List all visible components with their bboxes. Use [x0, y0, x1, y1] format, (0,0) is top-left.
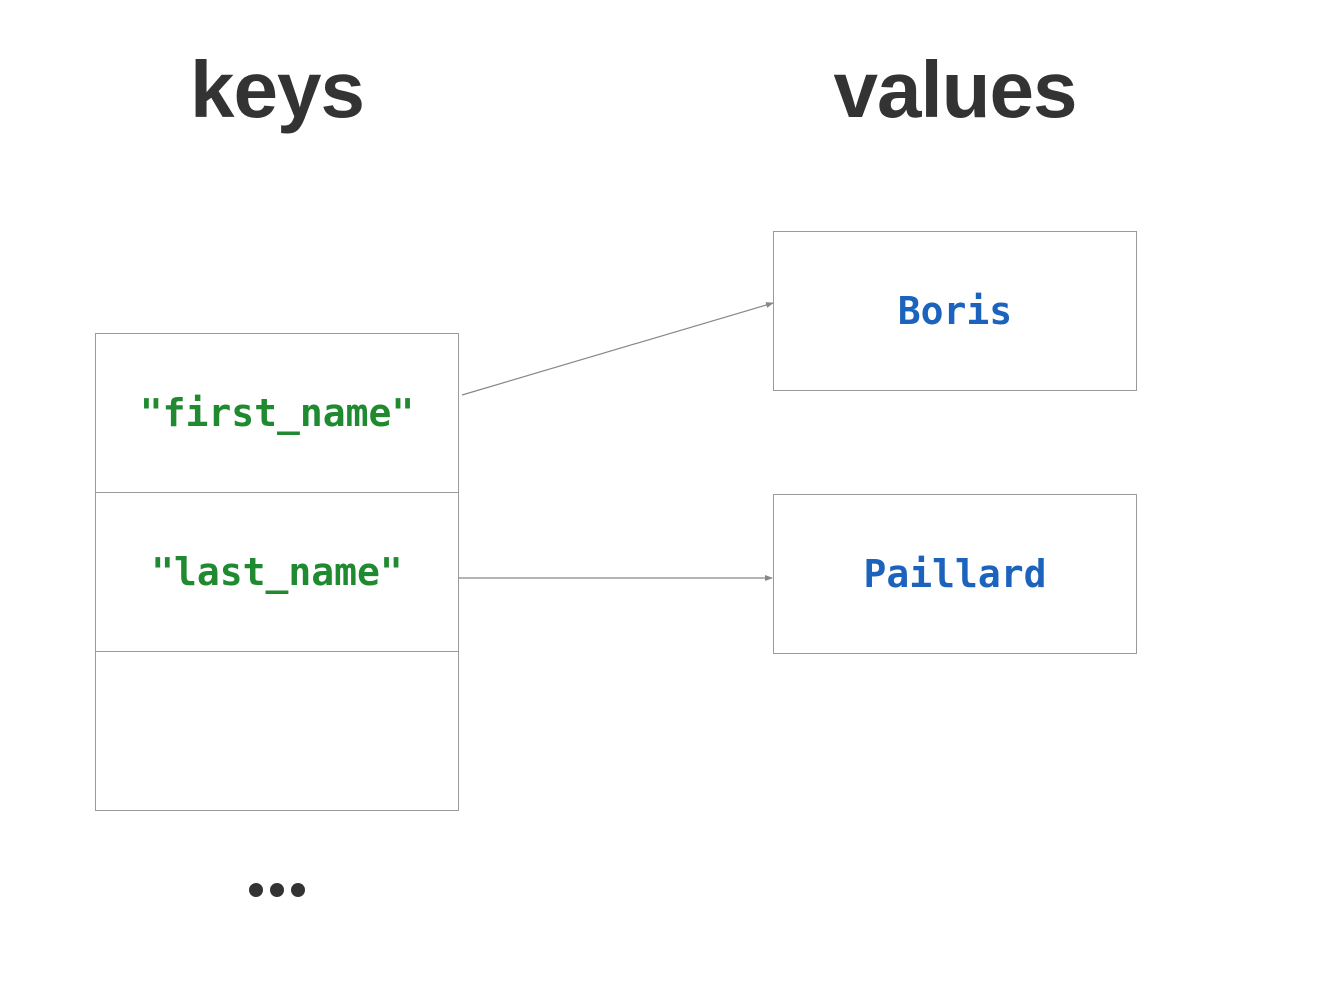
keys-table: "first_name" "last_name" [95, 333, 459, 811]
keys-heading: keys [190, 45, 365, 134]
key-label: "first_name" [139, 391, 415, 435]
dot [270, 883, 284, 897]
values-heading: values [833, 45, 1077, 134]
dot [249, 883, 263, 897]
key-cell-empty [96, 652, 458, 810]
value-label: Boris [897, 289, 1013, 333]
key-cell-last-name: "last_name" [96, 493, 458, 652]
dot [291, 883, 305, 897]
key-label: "last_name" [151, 550, 403, 594]
arrow-first-name-to-boris [461, 302, 774, 396]
key-cell-first-name: "first_name" [96, 334, 458, 493]
value-box-paillard: Paillard [773, 494, 1137, 654]
value-box-boris: Boris [773, 231, 1137, 391]
ellipsis-icon [96, 875, 458, 905]
value-label: Paillard [863, 552, 1047, 596]
